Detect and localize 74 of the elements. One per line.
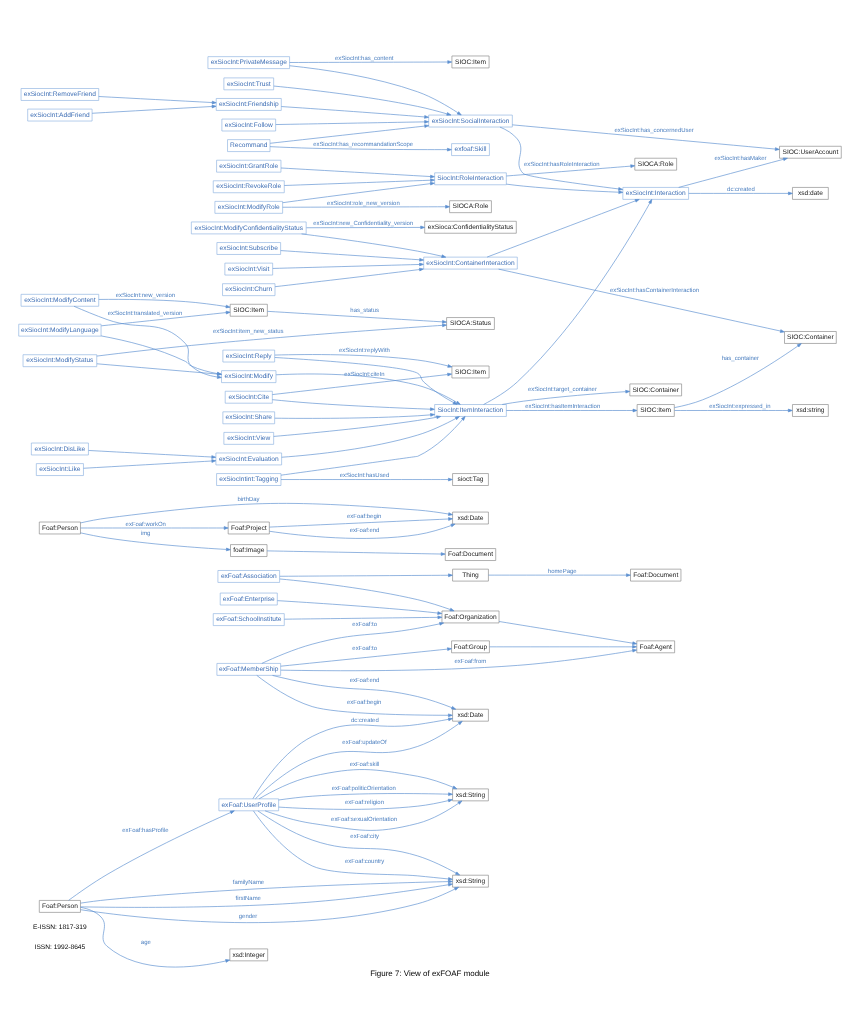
arrow: [280, 646, 452, 666]
arrow: [512, 123, 780, 150]
arrow: [258, 768, 458, 799]
arrow: [498, 620, 637, 644]
arrow: [678, 156, 788, 187]
arrow: [100, 309, 231, 326]
arrow: [264, 799, 463, 830]
arrow: [96, 362, 222, 375]
arrow: [100, 334, 222, 375]
arrow: [80, 885, 459, 922]
arrow: [98, 298, 231, 308]
arrow: [274, 412, 435, 418]
arrow: [278, 797, 453, 809]
arrow: [269, 522, 456, 538]
arrow: [269, 516, 453, 527]
arrow: [98, 95, 217, 104]
arrow: [272, 674, 457, 709]
arrow: [80, 905, 231, 967]
arrow: [279, 577, 455, 611]
arrow: [88, 449, 217, 458]
arrow: [284, 177, 435, 185]
arrow: [281, 105, 429, 118]
arrow: [272, 398, 435, 410]
arrow: [282, 180, 435, 203]
arrow: [96, 322, 447, 356]
arrow: [274, 353, 453, 367]
arrow: [274, 266, 424, 287]
arrow: [83, 458, 217, 468]
arrow: [266, 549, 446, 555]
arrow: [280, 249, 424, 261]
arrow: [269, 123, 429, 143]
arrow: [80, 525, 229, 529]
arrow: [261, 621, 444, 663]
arrow: [282, 204, 450, 208]
arrow: [269, 145, 452, 151]
arrow: [278, 791, 453, 800]
arrow: [506, 182, 624, 193]
arrow: [280, 647, 637, 671]
arrow: [272, 371, 452, 394]
arrow: [68, 809, 235, 900]
arrow: [272, 261, 424, 268]
arrow: [674, 407, 793, 412]
arrow: [486, 198, 640, 257]
arrow: [488, 572, 631, 576]
arrow: [489, 644, 637, 648]
arrow: [275, 119, 429, 124]
arrow: [80, 502, 453, 523]
arrow: [280, 476, 453, 481]
arrow: [674, 342, 802, 407]
arrow: [256, 674, 453, 716]
arrow: [506, 407, 638, 412]
arrow: [273, 414, 441, 436]
arrow: [73, 304, 222, 378]
arrow: [289, 59, 453, 63]
arrow: [274, 356, 458, 404]
arrow: [281, 415, 460, 457]
arrow: [280, 166, 435, 178]
arrow: [275, 372, 461, 404]
arrow: [289, 64, 462, 115]
arrow: [498, 267, 785, 332]
arrow: [284, 614, 443, 619]
arrow: [279, 572, 453, 576]
arrow: [499, 125, 623, 190]
arrow: [501, 388, 631, 404]
arrow: [688, 190, 793, 195]
arrow: [506, 163, 636, 176]
arrow: [280, 415, 466, 475]
arrow: [91, 103, 217, 113]
arrow: [301, 232, 447, 257]
arrow: [273, 84, 452, 115]
arrow: [483, 198, 653, 404]
arrow: [267, 310, 447, 323]
arrow: [277, 599, 443, 614]
arrow: [80, 531, 231, 551]
